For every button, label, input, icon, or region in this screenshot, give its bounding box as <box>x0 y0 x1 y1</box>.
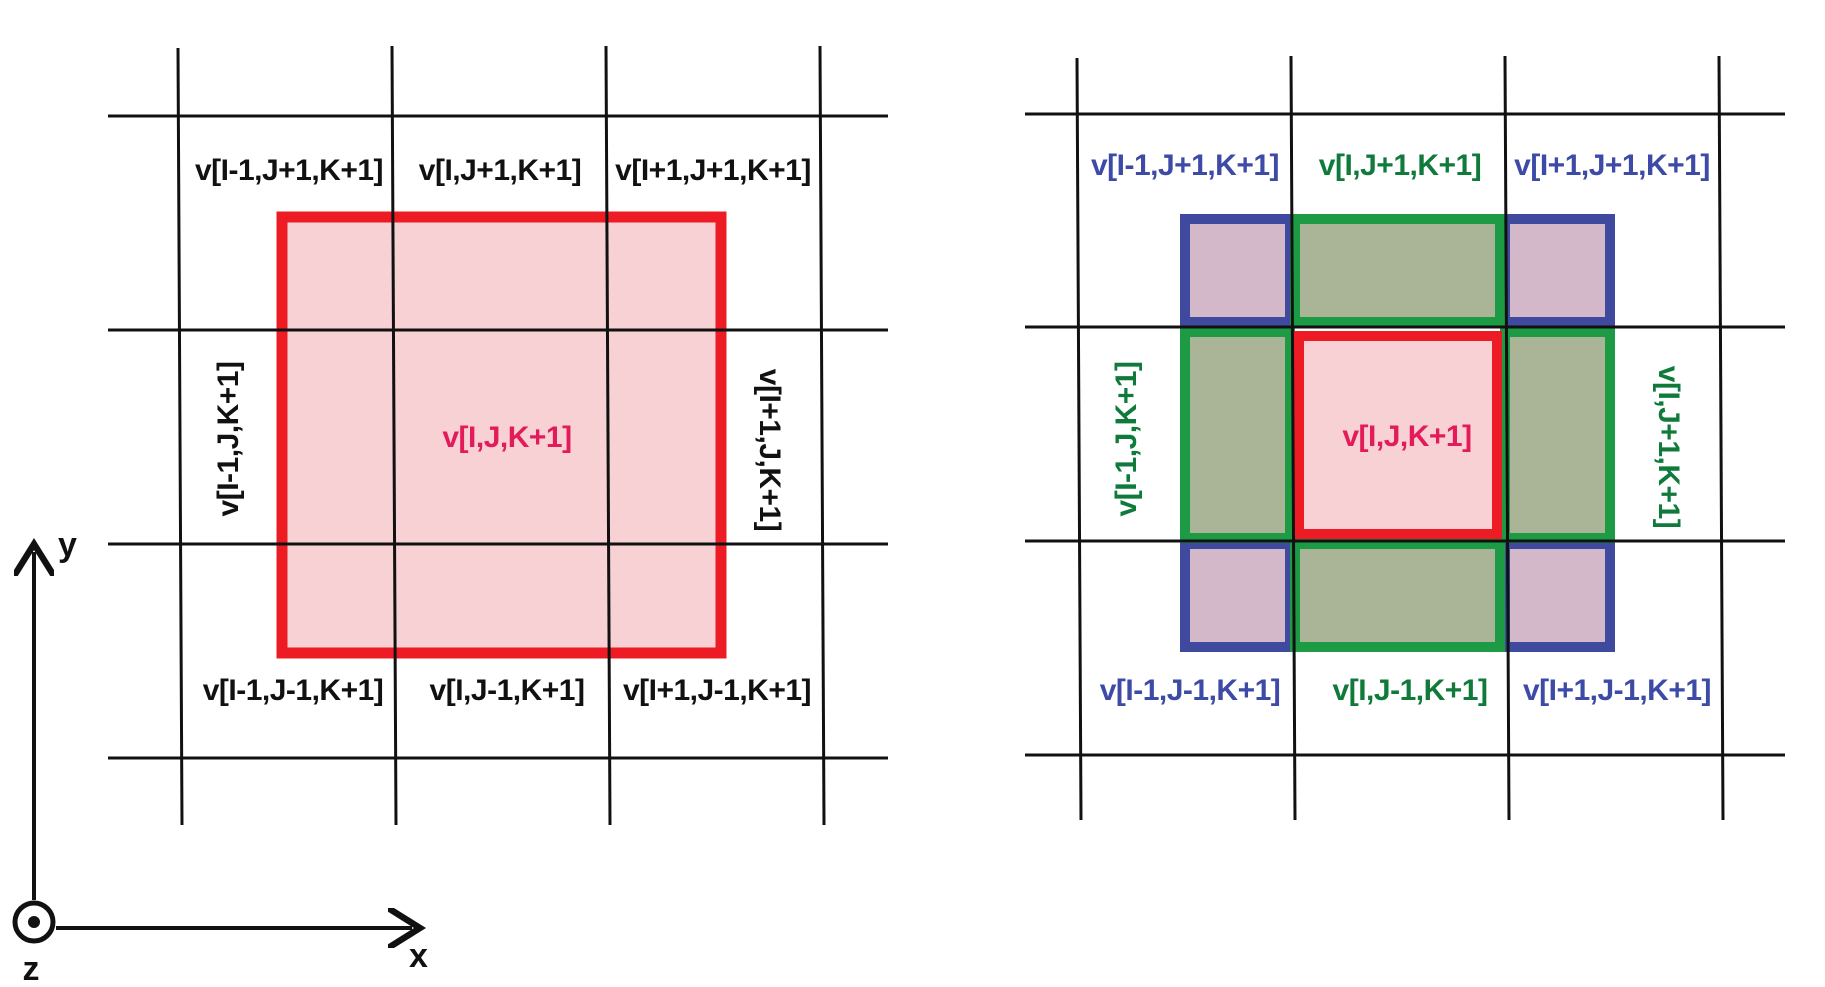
right-cell-top-left <box>1180 214 1295 327</box>
right-cell-bottom-left <box>1180 539 1295 652</box>
left-grid-vline-1 <box>176 47 184 826</box>
right-cell-bottom-center <box>1290 539 1505 652</box>
right-label-center: v[I,J,K+1] <box>1342 420 1471 453</box>
right-label-top-left: v[I-1,J+1,K+1] <box>1091 149 1279 182</box>
right-cell-mid-left <box>1180 327 1295 543</box>
left-label-bottom-left: v[I-1,J-1,K+1] <box>203 674 384 707</box>
right-label-bottom-right: v[I+1,J-1,K+1] <box>1523 674 1711 707</box>
right-label-mid-right: v[I,J+1,K+1] <box>1652 366 1685 528</box>
right-cell-center <box>1294 331 1502 539</box>
left-grid-vline-4 <box>818 45 826 826</box>
left-grid <box>108 45 888 826</box>
coordinate-axes: y x z <box>12 526 428 987</box>
right-cell-top-center <box>1290 214 1505 327</box>
right-label-bottom-center: v[I,J-1,K+1] <box>1333 674 1488 707</box>
right-label-mid-left: v[I-1,J,K+1] <box>1110 362 1143 517</box>
right-cell-top-right <box>1500 214 1615 327</box>
left-grid-vline-2 <box>390 45 398 826</box>
left-label-top-center: v[I,J+1,K+1] <box>419 154 581 187</box>
right-label-bottom-left: v[I-1,J-1,K+1] <box>1100 674 1281 707</box>
right-grid-vline-3 <box>1503 55 1511 821</box>
right-label-top-right: v[I+1,J+1,K+1] <box>1514 149 1710 182</box>
left-panel: v[I-1,J+1,K+1] v[I,J+1,K+1] v[I+1,J+1,K+… <box>108 45 888 826</box>
right-grid <box>1025 55 1785 821</box>
right-grid-vline-1 <box>1075 57 1083 821</box>
left-grid-vline-3 <box>604 45 612 826</box>
left-label-top-left: v[I-1,J+1,K+1] <box>195 154 383 187</box>
z-axis-dot <box>28 916 40 928</box>
y-axis-label: y <box>58 526 77 564</box>
right-cell-mid-right <box>1500 327 1615 543</box>
right-cell-bottom-right <box>1500 539 1615 652</box>
right-grid-vline-2 <box>1289 55 1297 821</box>
left-label-bottom-right: v[I+1,J-1,K+1] <box>623 674 811 707</box>
left-label-mid-right: v[I+1,J,K+1] <box>753 369 786 531</box>
z-axis-label: z <box>23 950 40 987</box>
left-label-mid-left: v[I-1,J,K+1] <box>212 362 245 517</box>
x-axis-label: x <box>409 937 428 975</box>
left-label-center: v[I,J,K+1] <box>442 421 571 454</box>
right-panel: v[I-1,J+1,K+1] v[I,J+1,K+1] v[I+1,J+1,K+… <box>1025 55 1785 821</box>
left-label-top-right: v[I+1,J+1,K+1] <box>615 154 811 187</box>
left-label-bottom-center: v[I,J-1,K+1] <box>430 674 585 707</box>
right-label-top-center: v[I,J+1,K+1] <box>1319 149 1481 182</box>
left-center-cell-highlight <box>276 211 727 659</box>
right-grid-vline-4 <box>1717 55 1725 821</box>
